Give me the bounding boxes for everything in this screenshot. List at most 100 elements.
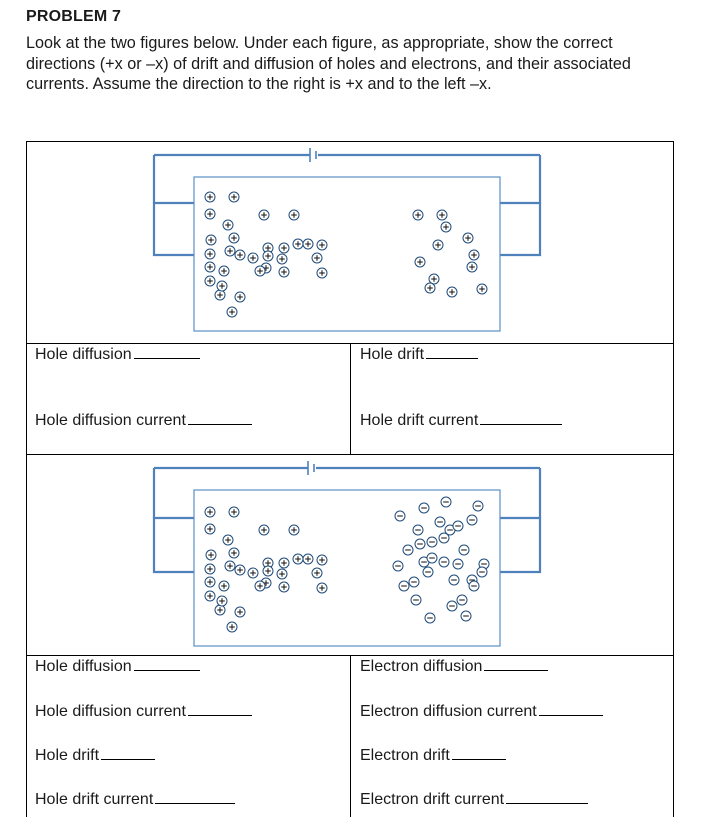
fig2-electron-diffusion-field[interactable]: Electron diffusion [360,658,549,676]
hole-particle [254,580,266,592]
fig2-hole-drift-label: Hole drift [35,747,100,764]
hole-particle [204,248,216,260]
fig1-hole-drift-label: Hole drift [360,346,425,363]
hole-particle [440,221,452,233]
fig2-electron-drift-field[interactable]: Electron drift [360,747,506,765]
fig1-hole-diffusion-field[interactable]: Hole diffusion [35,346,200,364]
fig1-hole-drift-blank[interactable] [426,357,479,359]
hole-particle [254,265,266,277]
hole-particle [214,604,226,616]
hole-particle [278,242,290,254]
fig2-hole-diffusion-field[interactable]: Hole diffusion [35,658,200,676]
fig2-hole-diffusion-blank[interactable] [133,669,200,671]
hole-particle [428,273,440,285]
side-wires [152,155,542,203]
fig1-hole-drift-field[interactable]: Hole drift [360,346,479,364]
table-border-top [26,141,674,142]
electron-particle [452,558,464,570]
hole-particle [204,275,216,287]
hole-particle [228,506,240,518]
hole-particle [204,590,216,602]
electron-particle [438,556,450,568]
left-wire [152,201,194,257]
table-divider-2 [26,454,674,455]
hole-particle [432,239,444,251]
fig1-hole-drift-current-field[interactable]: Hole drift current [360,412,563,430]
hole-particle [424,282,436,294]
fig1-hole-diffusion-current-blank[interactable] [187,423,252,425]
hole-particle [414,256,426,268]
hole-particle [204,261,216,273]
hole-particle [228,547,240,559]
fig2-electron-diffusion-current-field[interactable]: Electron diffusion current [360,703,603,721]
fig1-hole-drift-current-blank[interactable] [480,423,563,425]
hole-particle [278,581,290,593]
electron-particle [426,552,438,564]
hole-particle [224,560,236,572]
hole-particle [476,283,488,295]
hole-particle [224,245,236,257]
electron-particle [446,600,458,612]
problem-title: PROBLEM 7 [26,8,122,25]
fig2-hole-drift-current-field[interactable]: Hole drift current [35,791,236,809]
hole-particle [222,219,234,231]
fig2-hole-drift-field[interactable]: Hole drift [35,747,156,765]
electron-particle [452,520,464,532]
table-split-2 [350,655,351,817]
hole-particle [228,232,240,244]
hole-particle [278,557,290,569]
electron-particle [424,612,436,624]
hole-particle [311,567,323,579]
fig2-electron-diffusion-current-label: Electron diffusion current [360,703,537,720]
electron-particle [458,544,470,556]
hole-particle [228,191,240,203]
hole-particle [222,534,234,546]
hole-particle [292,238,304,250]
fig2-electron-drift-current-blank[interactable] [506,802,589,804]
hole-particle [218,580,230,592]
fig2-hole-drift-current-blank[interactable] [155,802,236,804]
hole-particle [204,191,216,203]
answer-table: Hole diffusion Hole drift Hole diffusion… [26,141,674,817]
hole-particle [204,576,216,588]
electron-particle [392,560,404,572]
table-border-left [26,141,27,817]
hole-particle [234,291,246,303]
electron-particle [444,524,456,536]
fig1-hole-diffusion-current-label: Hole diffusion current [35,412,186,429]
hole-particle [276,568,288,580]
hole-particle [302,553,314,565]
electron-particle [440,496,452,508]
fig2-hole-diffusion-current-blank[interactable] [187,714,252,716]
fig2-electron-diffusion-blank[interactable] [484,669,549,671]
electron-particle [418,502,430,514]
hole-particle [214,289,226,301]
electron-particle [434,516,446,528]
fig2-hole-diffusion-current-field[interactable]: Hole diffusion current [35,703,252,721]
fig1-hole-diffusion-blank[interactable] [133,357,200,359]
hole-particle [234,564,246,576]
hole-particle [288,209,300,221]
electron-particle [414,538,426,550]
hole-particle [468,249,480,261]
fig2-hole-drift-blank[interactable] [101,758,156,760]
fig1-hole-diffusion-current-field[interactable]: Hole diffusion current [35,412,252,430]
hole-particle [226,621,238,633]
electron-particle [466,514,478,526]
hole-particle [311,252,323,264]
hole-particle [276,253,288,265]
figure-1-holes-diagram [152,148,542,332]
fig1-hole-diffusion-label: Hole diffusion [35,346,132,363]
fig2-electron-drift-current-field[interactable]: Electron drift current [360,791,589,809]
electron-particle [448,574,460,586]
fig2-electron-drift-blank[interactable] [451,758,506,760]
hole-particle [216,595,228,607]
hole-particle [205,234,217,246]
hole-particle [216,280,228,292]
hole-particle [436,209,448,221]
hole-particle [278,266,290,278]
hole-particle [292,553,304,565]
hole-particle [204,523,216,535]
fig2-hole-drift-current-label: Hole drift current [35,791,154,808]
fig2-electron-diffusion-current-blank[interactable] [538,714,603,716]
